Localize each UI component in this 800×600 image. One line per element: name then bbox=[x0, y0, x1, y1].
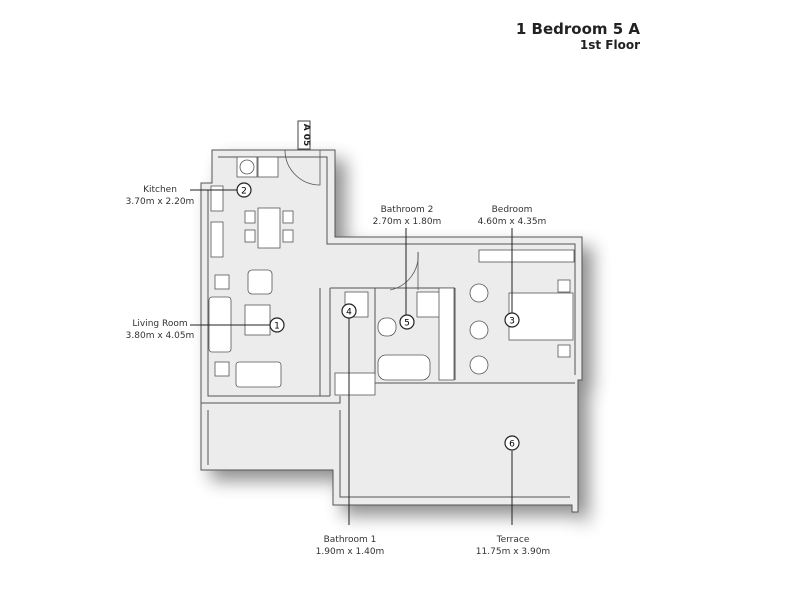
marker-6: 6 bbox=[504, 435, 520, 451]
floor-label: 1st Floor bbox=[579, 38, 640, 52]
marker-3: 3 bbox=[504, 312, 520, 328]
svg-text:2: 2 bbox=[241, 187, 247, 197]
marker-4: 4 bbox=[341, 303, 357, 319]
leader-lines bbox=[190, 189, 513, 525]
marker-5: 5 bbox=[399, 314, 415, 330]
marker-1: 1 bbox=[269, 317, 285, 333]
entrance-tag: A 05 bbox=[297, 120, 311, 150]
svg-text:5: 5 bbox=[404, 319, 410, 329]
svg-text:6: 6 bbox=[509, 440, 515, 450]
svg-text:3: 3 bbox=[509, 317, 515, 327]
doors bbox=[284, 149, 419, 291]
room-markers: 1 2 3 4 5 6 bbox=[236, 182, 520, 451]
marker-2: 2 bbox=[236, 182, 252, 198]
unit-title: 1 Bedroom 5 A bbox=[515, 20, 640, 38]
furniture bbox=[208, 156, 575, 396]
svg-text:1: 1 bbox=[274, 322, 280, 332]
svg-text:4: 4 bbox=[346, 308, 352, 318]
entrance-tag-text: A 05 bbox=[301, 124, 311, 147]
